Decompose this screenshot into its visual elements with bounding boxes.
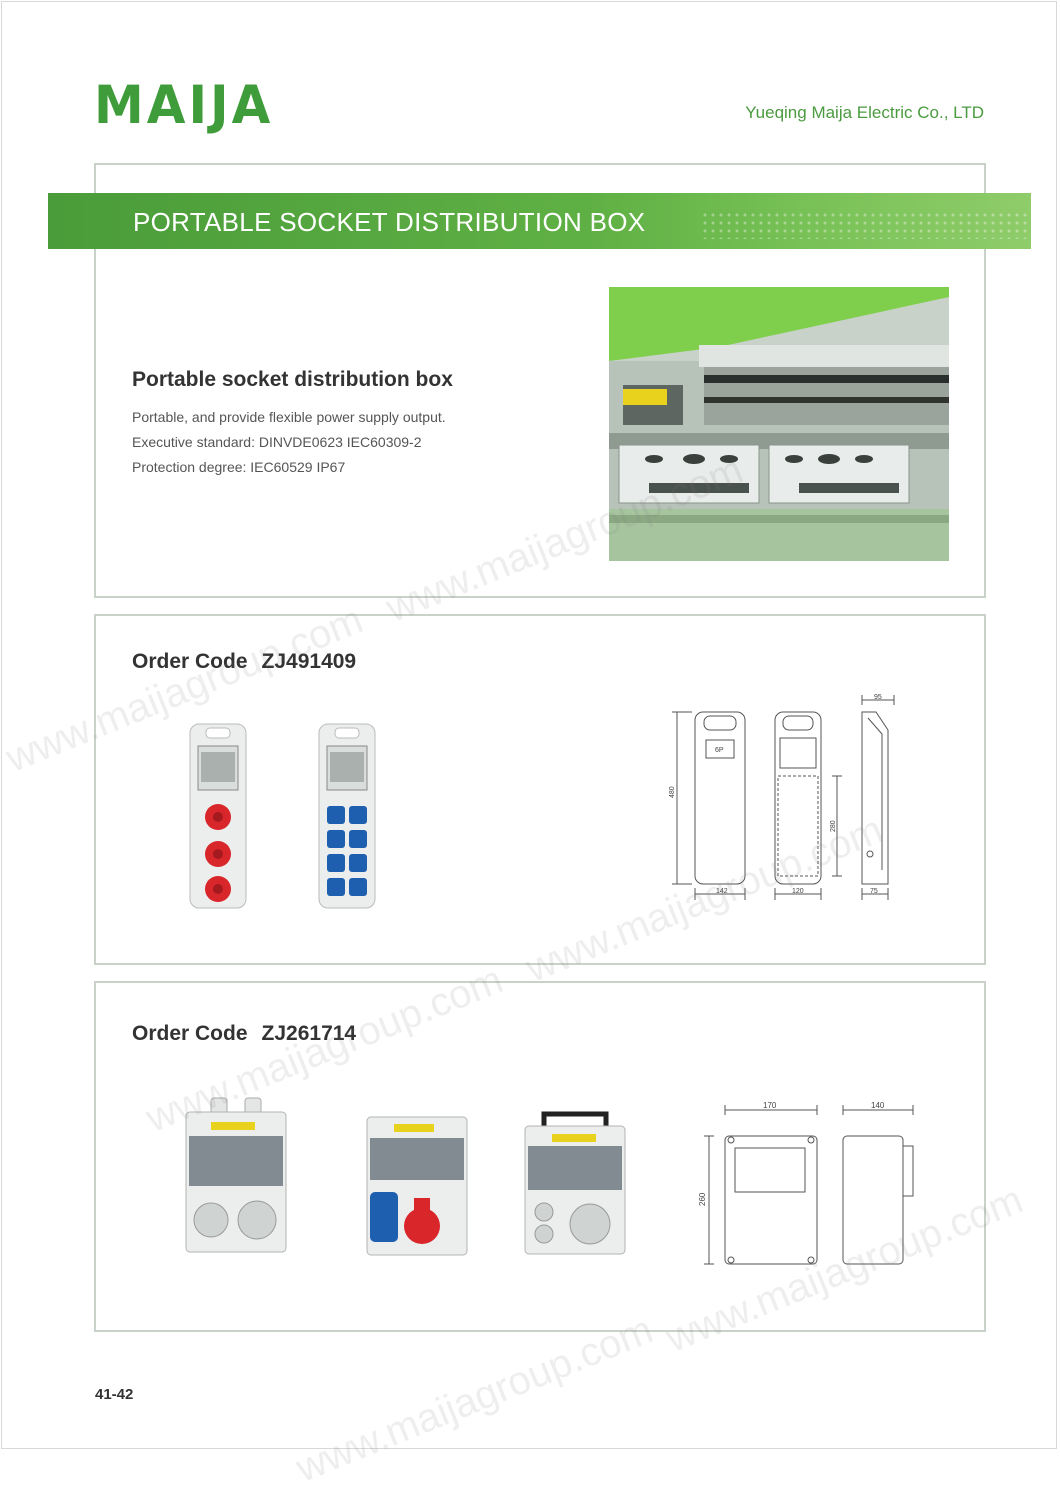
blue-socket-icon (370, 1192, 398, 1242)
product-image-blue-sockets (318, 723, 376, 909)
order-code-label: Order Code (132, 1022, 248, 1045)
banner-title: PORTABLE SOCKET DISTRIBUTION BOX (133, 207, 646, 237)
order-code-1: Order Code ZJ491409 (132, 650, 356, 674)
blue-socket-icon (327, 854, 345, 872)
warning-label-icon (394, 1124, 434, 1132)
page-number: 41-42 (95, 1386, 134, 1403)
dim-inner-height: 280 (830, 820, 837, 832)
product-photo (609, 287, 949, 561)
dim-height: 260 (698, 1192, 707, 1206)
order-code-value: ZJ491409 (261, 650, 357, 673)
order-code-value: ZJ261714 (261, 1022, 357, 1045)
warning-label-icon (623, 389, 667, 405)
intro-line-portable: Portable, and provide flexible power sup… (132, 409, 446, 425)
page-border (1, 1, 1057, 1449)
product-image-handle-box (524, 1111, 626, 1255)
order-code-2: Order Code ZJ261714 (132, 1022, 356, 1046)
company-name: Yueqing Maija Electric Co., LTD (745, 103, 984, 122)
technical-drawing-1: 480 142 280 120 95 75 6P (669, 694, 895, 900)
dim-inner-width: 120 (792, 888, 804, 895)
product-image-red-sockets (189, 723, 247, 909)
intro-line-standard: Executive standard: DINVDE0623 IEC60309-… (132, 434, 422, 450)
pole-label: 6P (715, 747, 724, 754)
blue-socket-icon (327, 830, 345, 848)
technical-drawing-2: 170 140 260 (698, 1101, 914, 1265)
order-code-label: Order Code (132, 650, 248, 673)
blue-socket-icon (327, 878, 345, 896)
intro-title: Portable socket distribution box (132, 368, 453, 391)
product-image-mixed-socket-box (366, 1116, 468, 1256)
dim-height: 480 (669, 786, 676, 798)
section-banner: PORTABLE SOCKET DISTRIBUTION BOX (48, 193, 1031, 249)
warning-label-icon (552, 1134, 596, 1142)
dim-depth-top: 95 (874, 694, 882, 701)
dim-depth: 140 (871, 1101, 885, 1110)
red-socket-icon (404, 1208, 440, 1244)
dim-depth-bottom: 75 (870, 888, 878, 895)
blue-socket-icon (349, 806, 367, 824)
blue-socket-icon (349, 830, 367, 848)
blue-socket-icon (349, 878, 367, 896)
dim-width: 170 (763, 1101, 777, 1110)
brand-logo: MAIJA (94, 77, 273, 134)
blue-socket-icon (327, 806, 345, 824)
dim-width: 142 (716, 888, 728, 895)
intro-line-protection: Protection degree: IEC60529 IP67 (132, 459, 346, 475)
logo-text: MAIJA (94, 74, 274, 136)
warning-label-icon (211, 1122, 255, 1130)
product-image-dual-outlet-box (185, 1097, 287, 1253)
blue-socket-icon (349, 854, 367, 872)
